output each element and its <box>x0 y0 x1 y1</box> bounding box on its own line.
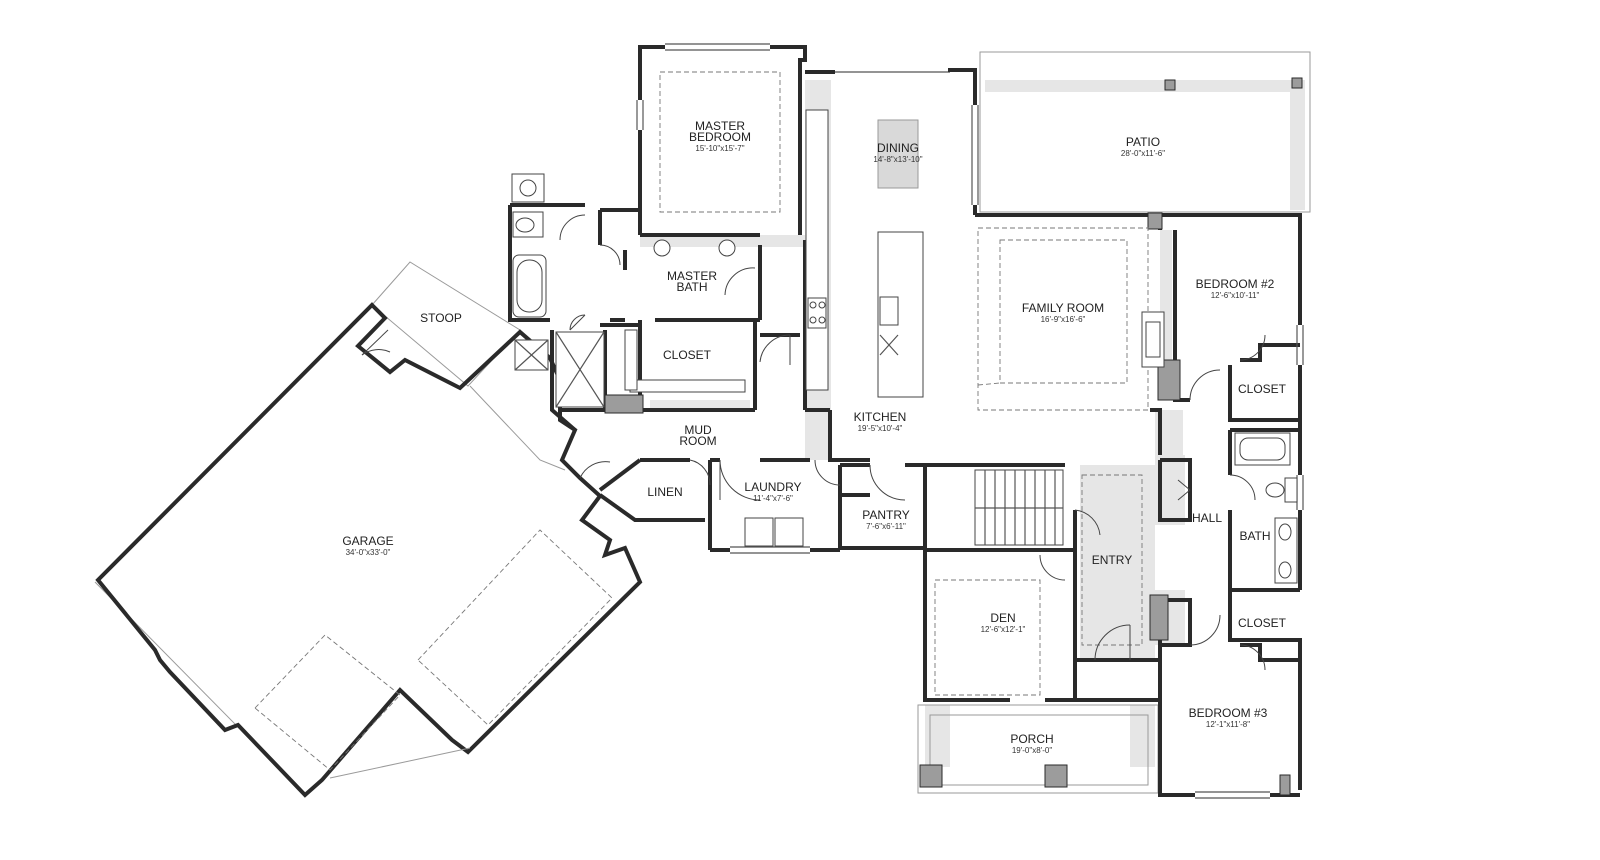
kitchen-label: KITCHEN <box>854 410 907 424</box>
porch-dim: 19'-0"x8'-0" <box>1012 746 1052 755</box>
bedroom3-label: BEDROOM #3 <box>1189 706 1268 720</box>
master-bath-label: MASTER <box>667 269 717 283</box>
closet-bed2-label: CLOSET <box>1238 382 1287 396</box>
doors <box>559 214 1266 671</box>
master-bedroom-label-2: BEDROOM <box>689 130 751 144</box>
entry-label: ENTRY <box>1092 553 1132 567</box>
porch-label: PORCH <box>1010 732 1053 746</box>
walls <box>508 45 1302 797</box>
patio-dim: 28'-0"x11'-6" <box>1121 149 1165 158</box>
patio-label: PATIO <box>1126 135 1160 149</box>
garage-label: GARAGE <box>342 534 393 548</box>
closet-master-label: CLOSET <box>663 348 712 362</box>
family-room-label: FAMILY ROOM <box>1022 301 1104 315</box>
hall-label: HALL <box>1192 511 1222 525</box>
den-dim: 12'-6"x12'-1" <box>981 625 1026 634</box>
mud-room-label: MUD <box>684 423 712 437</box>
pantry-label: PANTRY <box>862 508 910 522</box>
garage-dim: 34'-0"x33'-0" <box>346 548 391 557</box>
garage <box>95 302 643 798</box>
closet-bed3-label: CLOSET <box>1238 616 1287 630</box>
linen-label: LINEN <box>647 485 682 499</box>
laundry-label: LAUNDRY <box>744 480 801 494</box>
bath-label: BATH <box>1239 529 1270 543</box>
bedroom2-label: BEDROOM #2 <box>1196 277 1275 291</box>
bedroom3-dim: 12'-1"x11'-8" <box>1206 720 1250 729</box>
family-room-dim: 16'-9"x16'-6" <box>1041 315 1086 324</box>
master-bedroom-dim: 15'-10"x15'-7" <box>695 144 744 153</box>
bedroom2-dim: 12'-6"x10'-11" <box>1211 291 1260 300</box>
windows <box>636 43 1304 799</box>
dining-label: DINING <box>877 141 919 155</box>
pantry-dim: 7'-6"x6'-11" <box>866 522 906 531</box>
den-label: DEN <box>990 611 1015 625</box>
laundry-dim: 11'-4"x7'-6" <box>753 494 793 503</box>
fixtures <box>511 109 1298 584</box>
columns <box>604 77 1303 796</box>
room-labels: MASTER BEDROOM 15'-10"x15'-7" DINING 14'… <box>342 119 1286 755</box>
master-bedroom-label: MASTER <box>695 119 745 133</box>
kitchen-dim: 19'-5"x10'-4" <box>858 424 903 433</box>
master-bath-label-2: BATH <box>676 280 707 294</box>
stoop-label: STOOP <box>420 311 462 325</box>
dining-dim: 14'-8"x13'-10" <box>873 155 922 164</box>
mud-room-label-2: ROOM <box>679 434 716 448</box>
